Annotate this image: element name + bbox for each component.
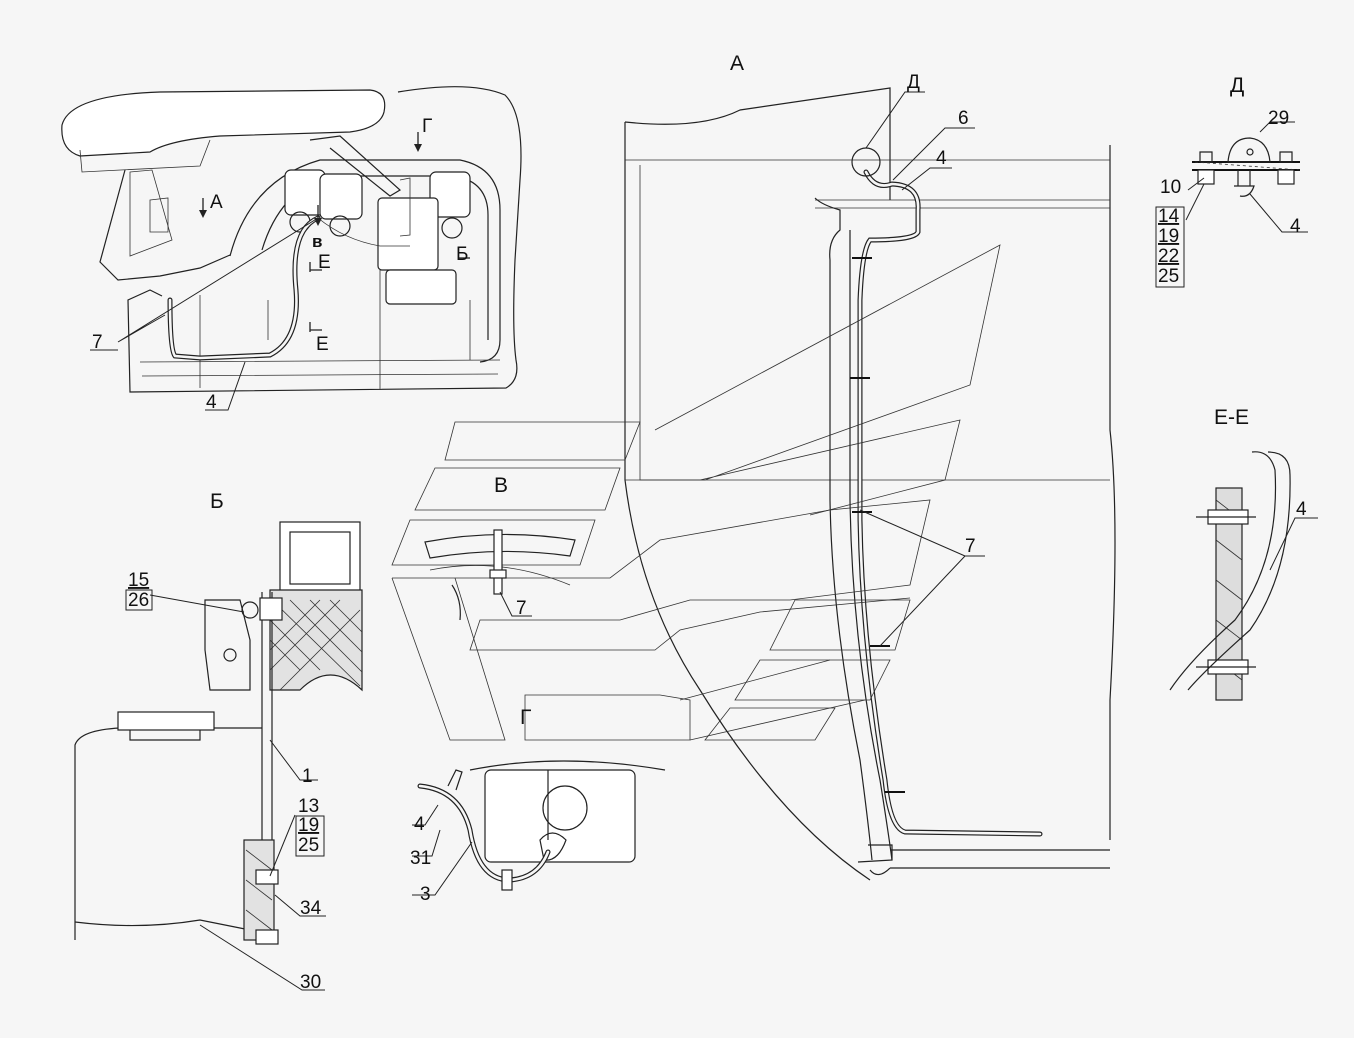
view-a-part-4: 4 xyxy=(936,148,947,169)
view-ee-part-4: 4 xyxy=(1296,499,1307,520)
view-a-d-marker: Д xyxy=(907,72,920,93)
overview-part-4: 4 xyxy=(206,392,217,413)
view-ee-title: Е-Е xyxy=(1214,406,1249,429)
overview-label-v: в xyxy=(312,232,322,251)
view-d-part-4: 4 xyxy=(1290,216,1301,237)
view-b-part-34: 34 xyxy=(300,898,322,919)
view-v-title: В xyxy=(494,474,508,497)
view-d-part-29: 29 xyxy=(1268,108,1289,129)
view-g-part-31: 31 xyxy=(410,848,431,869)
view-b-label-box-19 xyxy=(295,815,325,857)
view-b-part-15: 15 xyxy=(128,570,149,591)
view-b-part-1: 1 xyxy=(302,766,313,787)
view-g-title: Г xyxy=(520,706,531,729)
view-d-title: Д xyxy=(1230,74,1244,97)
view-g-part-3: 3 xyxy=(420,884,431,905)
view-b-part-26: 26 xyxy=(128,590,149,611)
overview-label-g: Г xyxy=(422,116,432,137)
view-v-part-7: 7 xyxy=(516,598,527,619)
view-d-label-box xyxy=(1155,206,1185,288)
overview-label-e-top: Е xyxy=(318,252,331,273)
overview-label-e-bottom: Е xyxy=(316,334,329,355)
overview-label-a: А xyxy=(210,192,223,213)
view-v-drawing xyxy=(424,529,576,621)
view-d-part-14: 14 xyxy=(1158,206,1180,227)
view-g-drawing xyxy=(412,760,666,896)
overview-drawing xyxy=(61,86,522,411)
view-a-part-7: 7 xyxy=(965,536,976,557)
view-b-part-19: 19 xyxy=(298,815,319,836)
view-b-label-box-15 xyxy=(125,589,153,611)
view-a-title: А xyxy=(730,52,744,75)
overview-label-b: Б xyxy=(456,244,468,265)
view-g-part-4: 4 xyxy=(414,814,425,835)
view-d-part-22: 22 xyxy=(1158,246,1179,267)
view-a-drawing xyxy=(391,87,1116,881)
view-ee-drawing xyxy=(1169,451,1318,701)
view-b-part-30: 30 xyxy=(300,972,321,993)
view-d-part-25: 25 xyxy=(1158,266,1179,287)
overview-part-7: 7 xyxy=(92,332,103,353)
view-d-part-19: 19 xyxy=(1158,226,1179,247)
view-d-part-10: 10 xyxy=(1160,177,1181,198)
view-b-drawing xyxy=(74,521,363,991)
view-b-title: Б xyxy=(210,490,224,513)
view-b-part-25: 25 xyxy=(298,835,319,856)
view-b-part-13: 13 xyxy=(298,796,319,817)
view-d-drawing xyxy=(1185,121,1308,233)
view-a-part-6: 6 xyxy=(958,108,969,129)
